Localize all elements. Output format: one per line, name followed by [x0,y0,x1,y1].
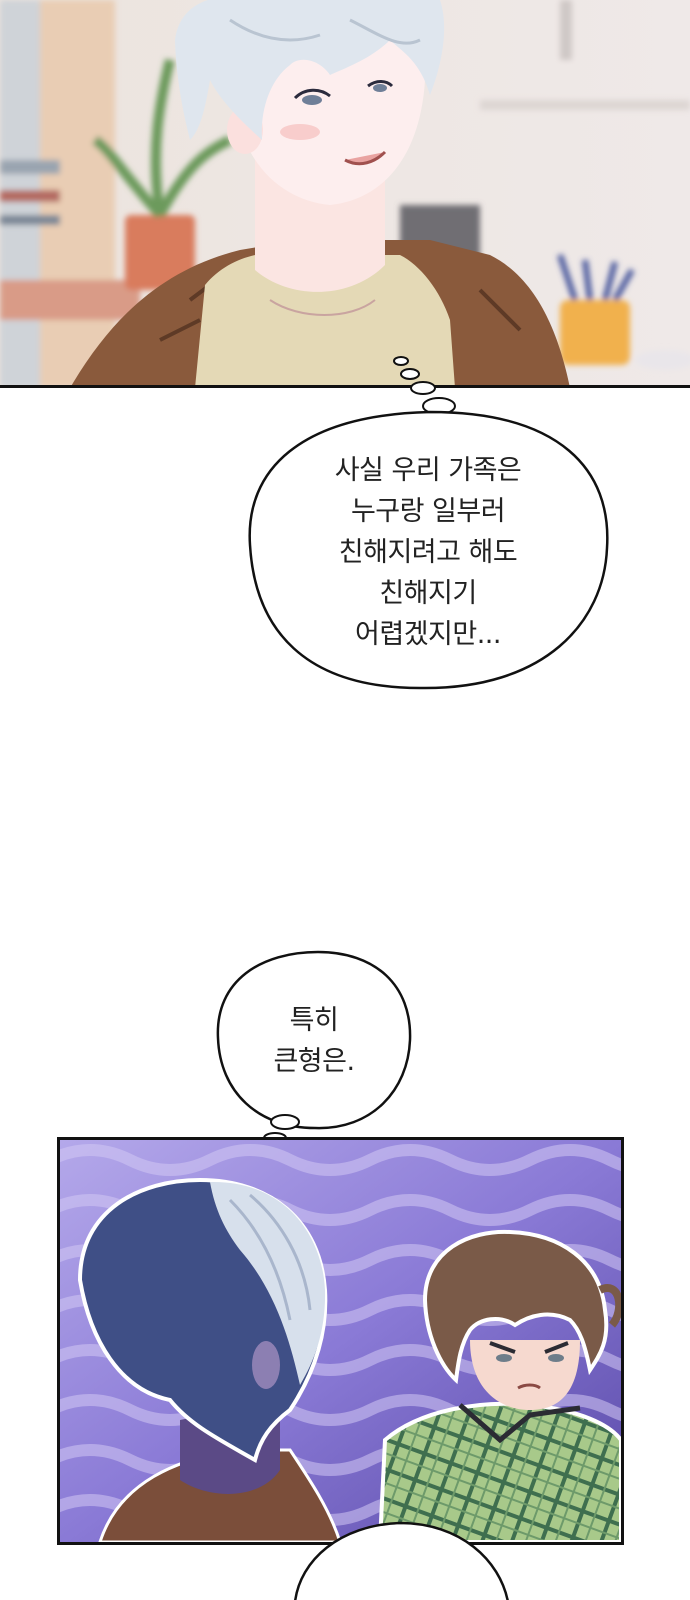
bubble-line: 친해지기 [379,578,477,609]
top-panel [0,0,690,388]
top-panel-border [0,385,690,388]
character-shirt [195,252,455,388]
thought-bubble-2-text: 특히 큰형은. [214,1000,414,1082]
speech-bubble-partial [294,1521,509,1600]
top-panel-art [0,0,690,388]
room-background [0,0,690,388]
bottom-panel-art [60,1140,621,1542]
thought-bubble-1-text: 사실 우리 가족은 누구랑 일부러 친해지려고 해도 친해지기 어렵겠지만... [288,450,568,655]
bubble-line: 어렵겠지만... [355,619,501,650]
bubble-line: 친해지려고 해도 [338,537,518,568]
bubble-line: 누구랑 일부러 [350,496,506,527]
character-front-view [377,1229,621,1542]
bubble-line: 사실 우리 가족은 [334,455,522,486]
bottom-panel [57,1137,624,1545]
character-back-view [77,1177,342,1542]
thought-bubble-1-shape [248,356,609,690]
bubble-line: 큰형은. [273,1046,355,1077]
bubble-line: 특히 [289,1005,339,1036]
